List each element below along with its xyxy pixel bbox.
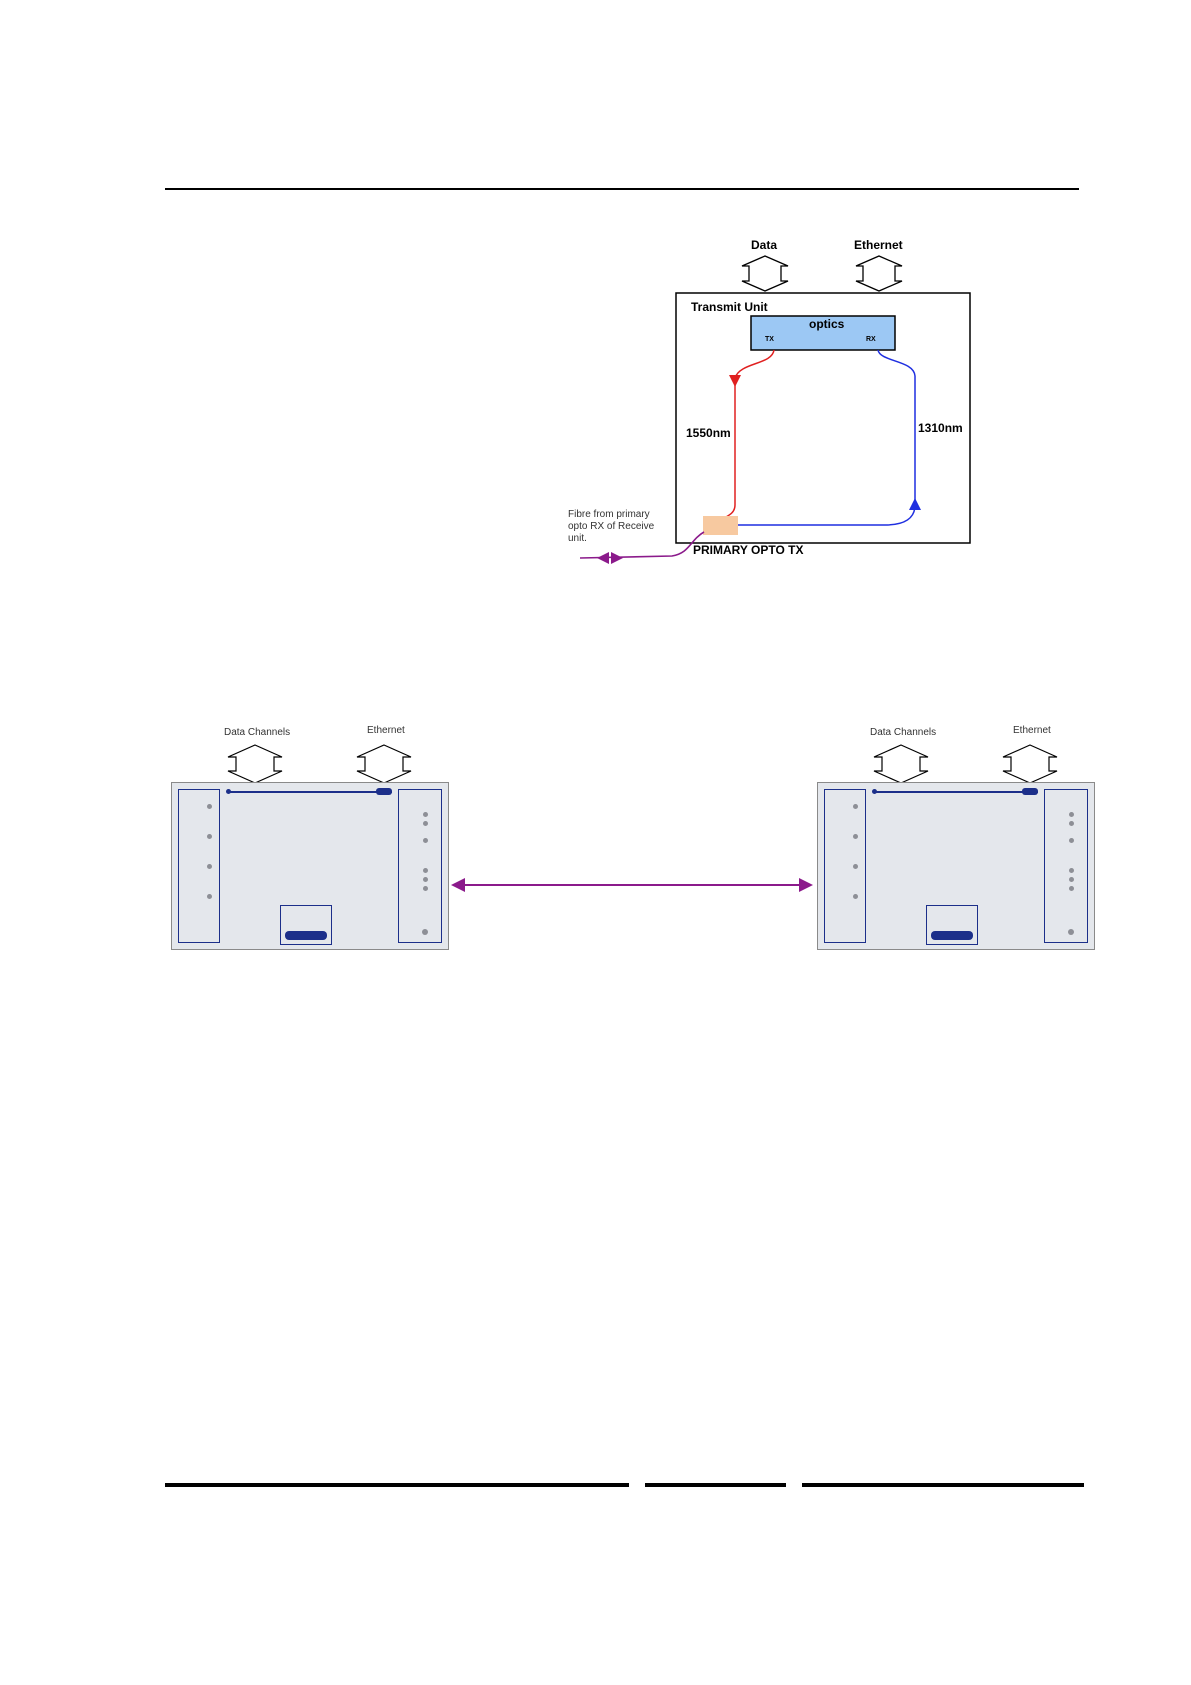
led-icon — [423, 838, 428, 843]
device-logo-badge — [285, 931, 327, 940]
right-device-front-panel — [817, 782, 1095, 950]
device-logo-badge — [931, 931, 973, 940]
fibre-note-line-2: opto RX of Receive — [568, 521, 654, 532]
device-left-connector-panel — [178, 789, 220, 943]
data-label: Data — [751, 238, 777, 252]
tx-label: TX — [765, 336, 774, 343]
led-icon — [1069, 821, 1074, 826]
device-connector-icon — [853, 804, 858, 809]
led-icon — [423, 812, 428, 817]
device-connector-icon — [853, 864, 858, 869]
left-data-channels-arrow — [228, 745, 282, 783]
device-connector-icon — [207, 834, 212, 839]
link-arrowhead-left — [451, 878, 465, 892]
external-arrowhead-right — [611, 552, 623, 564]
optics-label: optics — [809, 317, 844, 331]
left-ethernet-label: Ethernet — [367, 725, 405, 736]
device-right-led-panel — [1044, 789, 1088, 943]
left-device-front-panel — [171, 782, 449, 950]
device-connector-icon — [207, 864, 212, 869]
device-top-line — [874, 791, 1038, 793]
footer-rule-left — [165, 1483, 629, 1487]
power-led-icon — [422, 929, 428, 935]
link-arrowhead-right — [799, 878, 813, 892]
link-diagram: Data Channels Ethernet Data Channels Eth… — [0, 700, 1191, 960]
ethernet-label: Ethernet — [854, 238, 903, 252]
device-center-panel — [926, 905, 978, 945]
right-ethernet-arrow — [1003, 745, 1057, 783]
wavelength-1550-label: 1550nm — [686, 426, 731, 440]
device-left-connector-panel — [824, 789, 866, 943]
rx-label: RX — [866, 336, 876, 343]
right-data-channels-arrow — [874, 745, 928, 783]
device-center-panel — [280, 905, 332, 945]
device-connector-icon — [207, 894, 212, 899]
right-ethernet-label: Ethernet — [1013, 725, 1051, 736]
led-icon — [423, 821, 428, 826]
transmit-unit-label: Transmit Unit — [691, 300, 768, 314]
transmit-unit-diagram: Data Ethernet Transmit Unit optics TX RX… — [0, 0, 1191, 600]
fibre-note-line-1: Fibre from primary — [568, 509, 650, 520]
device-connector-icon — [853, 894, 858, 899]
device-right-led-panel — [398, 789, 442, 943]
led-icon — [423, 886, 428, 891]
led-icon — [423, 868, 428, 873]
led-icon — [1069, 812, 1074, 817]
device-tag-icon — [376, 788, 392, 795]
device-connector-icon — [853, 834, 858, 839]
led-icon — [1069, 838, 1074, 843]
device-tag-icon — [1022, 788, 1038, 795]
primary-opto-tx-label: PRIMARY OPTO TX — [693, 543, 803, 557]
device-top-line — [228, 791, 392, 793]
power-led-icon — [1068, 929, 1074, 935]
left-ethernet-arrow — [357, 745, 411, 783]
external-arrowhead-left — [597, 552, 609, 564]
footer-rule-right — [802, 1483, 1084, 1487]
wavelength-1310-label: 1310nm — [918, 421, 963, 435]
right-data-channels-label: Data Channels — [870, 727, 936, 738]
coupler-box — [703, 516, 738, 535]
fibre-note-line-3: unit. — [568, 533, 587, 544]
data-double-arrow — [742, 256, 788, 291]
led-icon — [1069, 868, 1074, 873]
led-icon — [1069, 877, 1074, 882]
left-data-channels-label: Data Channels — [224, 727, 290, 738]
led-icon — [423, 877, 428, 882]
ethernet-double-arrow — [856, 256, 902, 291]
footer-rule-middle — [645, 1483, 786, 1487]
led-icon — [1069, 886, 1074, 891]
device-connector-icon — [207, 804, 212, 809]
